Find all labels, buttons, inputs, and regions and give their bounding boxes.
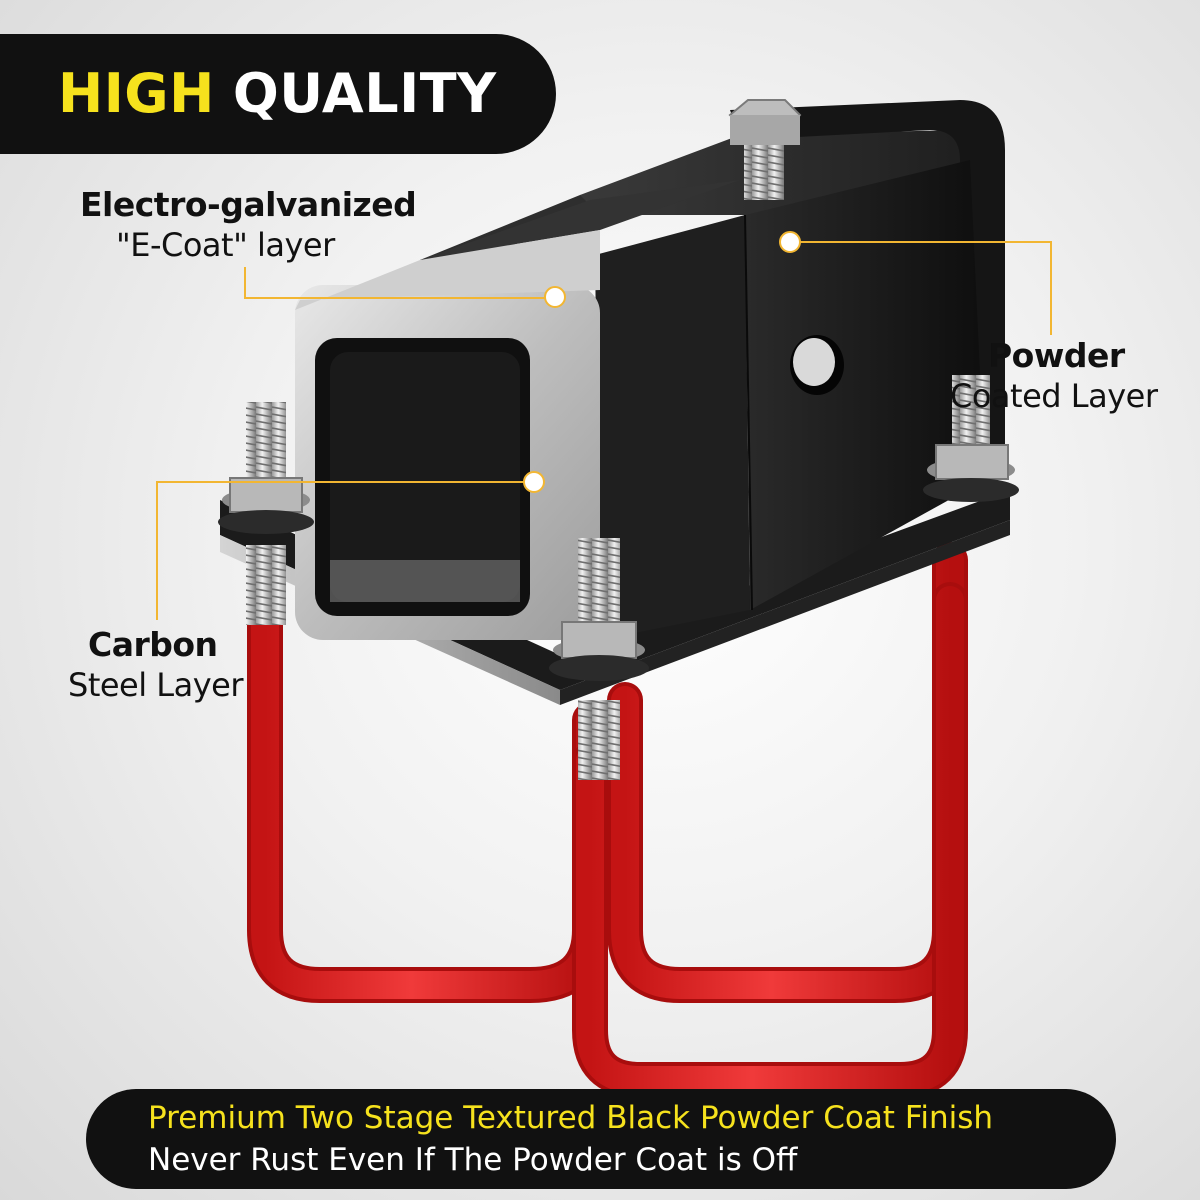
ecoat-label: Electro-galvanized "E-Coat" layer [80, 184, 417, 265]
footer-subline: Never Rust Even If The Powder Coat is Of… [148, 1142, 798, 1178]
footer-banner: Premium Two Stage Textured Black Powder … [86, 1089, 1116, 1189]
callout-carbon [156, 471, 545, 620]
carbon-title: Carbon [88, 625, 218, 664]
ecoat-subtitle: "E-Coat" layer [116, 226, 335, 265]
stud-left [218, 402, 314, 625]
callout-ecoat [244, 267, 566, 308]
stud-right-back [923, 375, 1019, 502]
callout-powder [779, 231, 1052, 335]
carbon-subtitle: Steel Layer [68, 666, 244, 705]
powder-subtitle: Coated Layer [950, 377, 1158, 416]
footer-headline: Premium Two Stage Textured Black Powder … [148, 1100, 994, 1136]
header-title-highlight: HIGH [58, 62, 215, 125]
stud-front [549, 538, 649, 780]
top-bolt [728, 99, 802, 200]
powder-title: Powder [988, 336, 1125, 375]
powder-label: Powder Coated Layer [950, 335, 1158, 416]
header-title-rest: QUALITY [232, 62, 497, 125]
u-bolt-front [247, 582, 968, 1098]
carbon-label: Carbon Steel Layer [68, 624, 244, 705]
ecoat-title: Electro-galvanized [80, 185, 417, 224]
receiver-tube [295, 100, 1005, 640]
header-banner: HIGH QUALITY [0, 34, 556, 154]
